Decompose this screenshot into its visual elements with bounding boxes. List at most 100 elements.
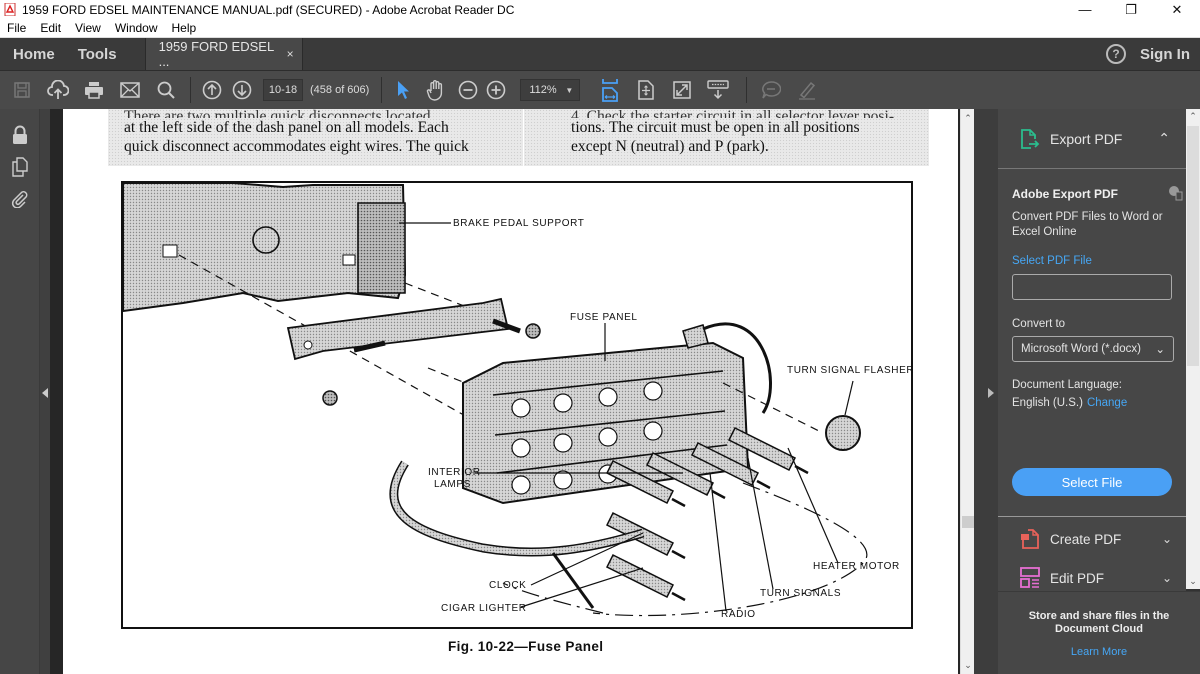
zoom-level-select[interactable]: 112% ▼ <box>520 79 581 101</box>
menu-edit[interactable]: Edit <box>40 21 62 35</box>
create-pdf-label: Create PDF <box>1050 531 1122 547</box>
text-line: except N (neutral) and P (park). <box>571 138 769 155</box>
right-panel-toggle[interactable] <box>974 109 998 674</box>
export-pdf-icon <box>1021 128 1040 149</box>
tab-home[interactable]: Home <box>13 45 55 63</box>
toolbar-divider <box>746 77 748 103</box>
tab-tools[interactable]: Tools <box>77 45 117 63</box>
label-brake-pedal-support: BRAKE PEDAL SUPPORT <box>453 218 585 229</box>
save-button[interactable] <box>4 75 40 105</box>
next-page-button[interactable] <box>227 75 257 105</box>
convert-to-select[interactable]: Microsoft Word (*.docx) ⌄ <box>1012 336 1174 362</box>
upload-icon <box>47 80 69 99</box>
restore-icon: ❐ <box>1125 1 1137 17</box>
window-titlebar: 1959 FORD EDSEL MAINTENANCE MANUAL.pdf (… <box>0 0 1200 19</box>
zoom-in-button[interactable] <box>482 75 510 105</box>
chevron-down-icon: ▼ <box>565 85 574 95</box>
comment-button[interactable] <box>753 75 789 105</box>
pages-icon <box>12 157 28 177</box>
left-navigation-rail <box>0 109 40 674</box>
label-clock: CLOCK <box>489 580 527 591</box>
document-scrollbar[interactable]: ⌃ ⌄ <box>960 109 974 674</box>
fit-width-icon <box>602 79 619 102</box>
document-language-label: Document Language: <box>1012 379 1122 391</box>
selected-pdf-file-field[interactable] <box>1012 274 1172 300</box>
document-view[interactable]: There are two multiple quick disconnects… <box>50 109 960 674</box>
expand-left-icon <box>42 388 48 398</box>
menu-help[interactable]: Help <box>171 21 197 35</box>
text-line: tions. The circuit must be open in all p… <box>571 119 860 136</box>
select-file-button[interactable]: Select File <box>1012 468 1172 496</box>
page-thumbnails-button[interactable] <box>0 151 40 183</box>
window-title: 1959 FORD EDSEL MAINTENANCE MANUAL.pdf (… <box>22 2 515 17</box>
chevron-down-icon: ⌄ <box>1161 532 1172 546</box>
convert-to-value: Microsoft Word (*.docx) <box>1021 343 1141 355</box>
select-tool-button[interactable] <box>388 75 418 105</box>
chevron-up-icon[interactable]: ⌃ <box>1158 130 1170 146</box>
fuse-panel-figure: BRAKE PEDAL SUPPORT FUSE PANEL TURN SIGN… <box>121 181 914 629</box>
tab-document-label: 1959 FORD EDSEL ... <box>158 39 274 69</box>
main-toolbar: 10-18 (458 of 606) 112% ▼ <box>0 70 1200 109</box>
fit-page-button[interactable] <box>628 75 664 105</box>
upload-button[interactable] <box>40 75 76 105</box>
maximize-button[interactable]: ❐ <box>1108 0 1154 19</box>
print-button[interactable] <box>76 75 112 105</box>
minimize-button[interactable]: — <box>1062 0 1108 19</box>
scrollbar-thumb[interactable] <box>962 516 974 528</box>
scroll-up-icon[interactable]: ⌃ <box>1189 111 1197 121</box>
read-mode-button[interactable] <box>700 75 736 105</box>
edit-pdf-tool[interactable]: Edit PDF ⌄ <box>1020 563 1180 593</box>
text-line: quick disconnect accommodates eight wire… <box>124 138 469 155</box>
export-heading: Adobe Export PDF <box>1012 187 1119 201</box>
learn-more-link[interactable]: Learn More <box>1070 646 1128 658</box>
zoom-out-button[interactable] <box>454 75 482 105</box>
menu-window[interactable]: Window <box>114 21 158 35</box>
scroll-down-icon[interactable]: ⌄ <box>964 660 972 670</box>
left-panel-toggle[interactable] <box>40 109 50 674</box>
minimize-icon: — <box>1078 2 1092 17</box>
change-language-link[interactable]: Change <box>1086 397 1128 409</box>
edit-pdf-label: Edit PDF <box>1050 570 1105 586</box>
scroll-up-icon[interactable]: ⌃ <box>964 113 972 123</box>
menu-file[interactable]: File <box>7 21 27 35</box>
highlight-button[interactable] <box>789 75 825 105</box>
next-page-icon <box>232 80 252 100</box>
text-line-cut: There are two multiple quick disconnects… <box>124 109 431 118</box>
email-button[interactable] <box>112 75 148 105</box>
tab-close-icon[interactable]: × <box>286 47 294 61</box>
export-pdf-body: Adobe Export PDF Convert PDF Files to Wo… <box>998 169 1186 412</box>
hand-tool-button[interactable] <box>418 75 454 105</box>
attachments-button[interactable] <box>0 183 40 215</box>
security-button[interactable] <box>0 119 40 151</box>
select-pdf-file-link[interactable]: Select PDF File <box>1012 255 1092 267</box>
collapse-right-icon <box>988 388 994 398</box>
help-button[interactable]: ? <box>1106 38 1126 70</box>
right-tools-panel: Export PDF ⌃ Adobe Export PDF Convert PD… <box>998 109 1200 674</box>
figure-caption: Fig. 10-22—Fuse Panel <box>448 639 604 654</box>
fit-width-button[interactable] <box>592 75 628 105</box>
tab-document[interactable]: 1959 FORD EDSEL ... × <box>144 38 303 70</box>
page-count: (458 of 606) <box>310 84 370 96</box>
create-pdf-tool[interactable]: Create PDF ⌄ <box>1020 524 1180 554</box>
export-pdf-header[interactable]: Export PDF ⌃ <box>998 109 1200 169</box>
scroll-down-icon[interactable]: ⌄ <box>1189 576 1197 586</box>
pdf-page: There are two multiple quick disconnects… <box>63 109 958 674</box>
toolbar-divider <box>190 77 191 103</box>
menu-view[interactable]: View <box>75 21 101 35</box>
page-number-input[interactable]: 10-18 <box>263 79 303 101</box>
search-icon <box>157 81 175 99</box>
tools-panel-scrollbar[interactable]: ⌃ ⌄ <box>1186 109 1200 589</box>
fuse-panel-illustration <box>123 183 868 617</box>
prev-page-button[interactable] <box>197 75 227 105</box>
search-button[interactable] <box>148 75 184 105</box>
text-column-right: 4. Check the starter circuit in all sele… <box>524 109 929 166</box>
close-window-button[interactable]: ✕ <box>1154 0 1200 19</box>
select-icon <box>398 81 410 99</box>
sign-in-button[interactable]: Sign In <box>1140 45 1190 63</box>
comment-icon <box>762 81 782 99</box>
tools-scrollbar-thumb[interactable] <box>1187 126 1199 366</box>
menu-bar: File Edit View Window Help <box>0 19 1200 38</box>
tab-bar: Home Tools 1959 FORD EDSEL ... × ? Sign … <box>0 38 1200 70</box>
label-interior-lamps-2: LAMPS <box>434 479 471 490</box>
fullscreen-button[interactable] <box>664 75 700 105</box>
